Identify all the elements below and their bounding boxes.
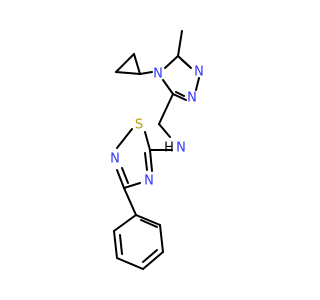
atom-s-thiadiazole: S: [135, 118, 143, 133]
bond-ph-5: [113, 230, 118, 259]
bond-n2-c3: [172, 93, 187, 101]
bond-n4-c5t-double: [144, 152, 148, 171]
bond-c5-methyl: [177, 30, 183, 57]
bond-ph-2: [159, 224, 164, 253]
atom-n-thiadiazole-2: N: [110, 152, 120, 167]
bond-n2-c3-double: [175, 91, 185, 97]
bond-c3t-n4: [123, 182, 141, 189]
bond-n2-c3t: [116, 169, 125, 189]
bond-c5t-s1: [144, 131, 151, 151]
bond-cp-3: [115, 71, 141, 75]
bond-ph-3-double: [142, 249, 158, 263]
bond-ch2-nh: [158, 123, 171, 138]
bond-c5-n1-double: [181, 59, 191, 68]
bond-c3t-ph: [123, 187, 137, 216]
bond-ph-3: [142, 251, 164, 270]
bond-ph-4: [116, 257, 144, 270]
bond-c3-ch2: [158, 93, 174, 125]
atom-n-amine: N: [176, 141, 186, 156]
bond-n1-n2: [195, 77, 200, 91]
bonds: [113, 30, 200, 270]
atom-h-amine: H: [164, 141, 174, 156]
bond-n2-c3t-double: [121, 167, 129, 184]
bond-ph-5-double: [119, 234, 123, 255]
bond-ph-6: [113, 214, 137, 232]
bond-cp-1: [115, 53, 135, 73]
bond-n4-c5t: [149, 149, 153, 172]
atom-n-thiadiazole-4: N: [144, 174, 154, 189]
bond-ph-1-double: [140, 219, 158, 228]
atom-n-triazole-4: N: [153, 67, 163, 82]
bond-cp-2: [133, 53, 141, 75]
molecule-structure: N N N N H S N N: [110, 30, 204, 270]
atom-n-triazole-2: N: [187, 91, 197, 106]
atom-labels: N N N N H S N N: [110, 65, 204, 189]
bond-ph-1: [135, 214, 161, 226]
bond-s1-n2: [116, 128, 133, 149]
bond-c3-n4: [162, 79, 174, 95]
bond-cp-n4: [139, 71, 153, 75]
bond-n4-c5: [164, 55, 179, 69]
atom-n-triazole-1: N: [194, 65, 204, 80]
